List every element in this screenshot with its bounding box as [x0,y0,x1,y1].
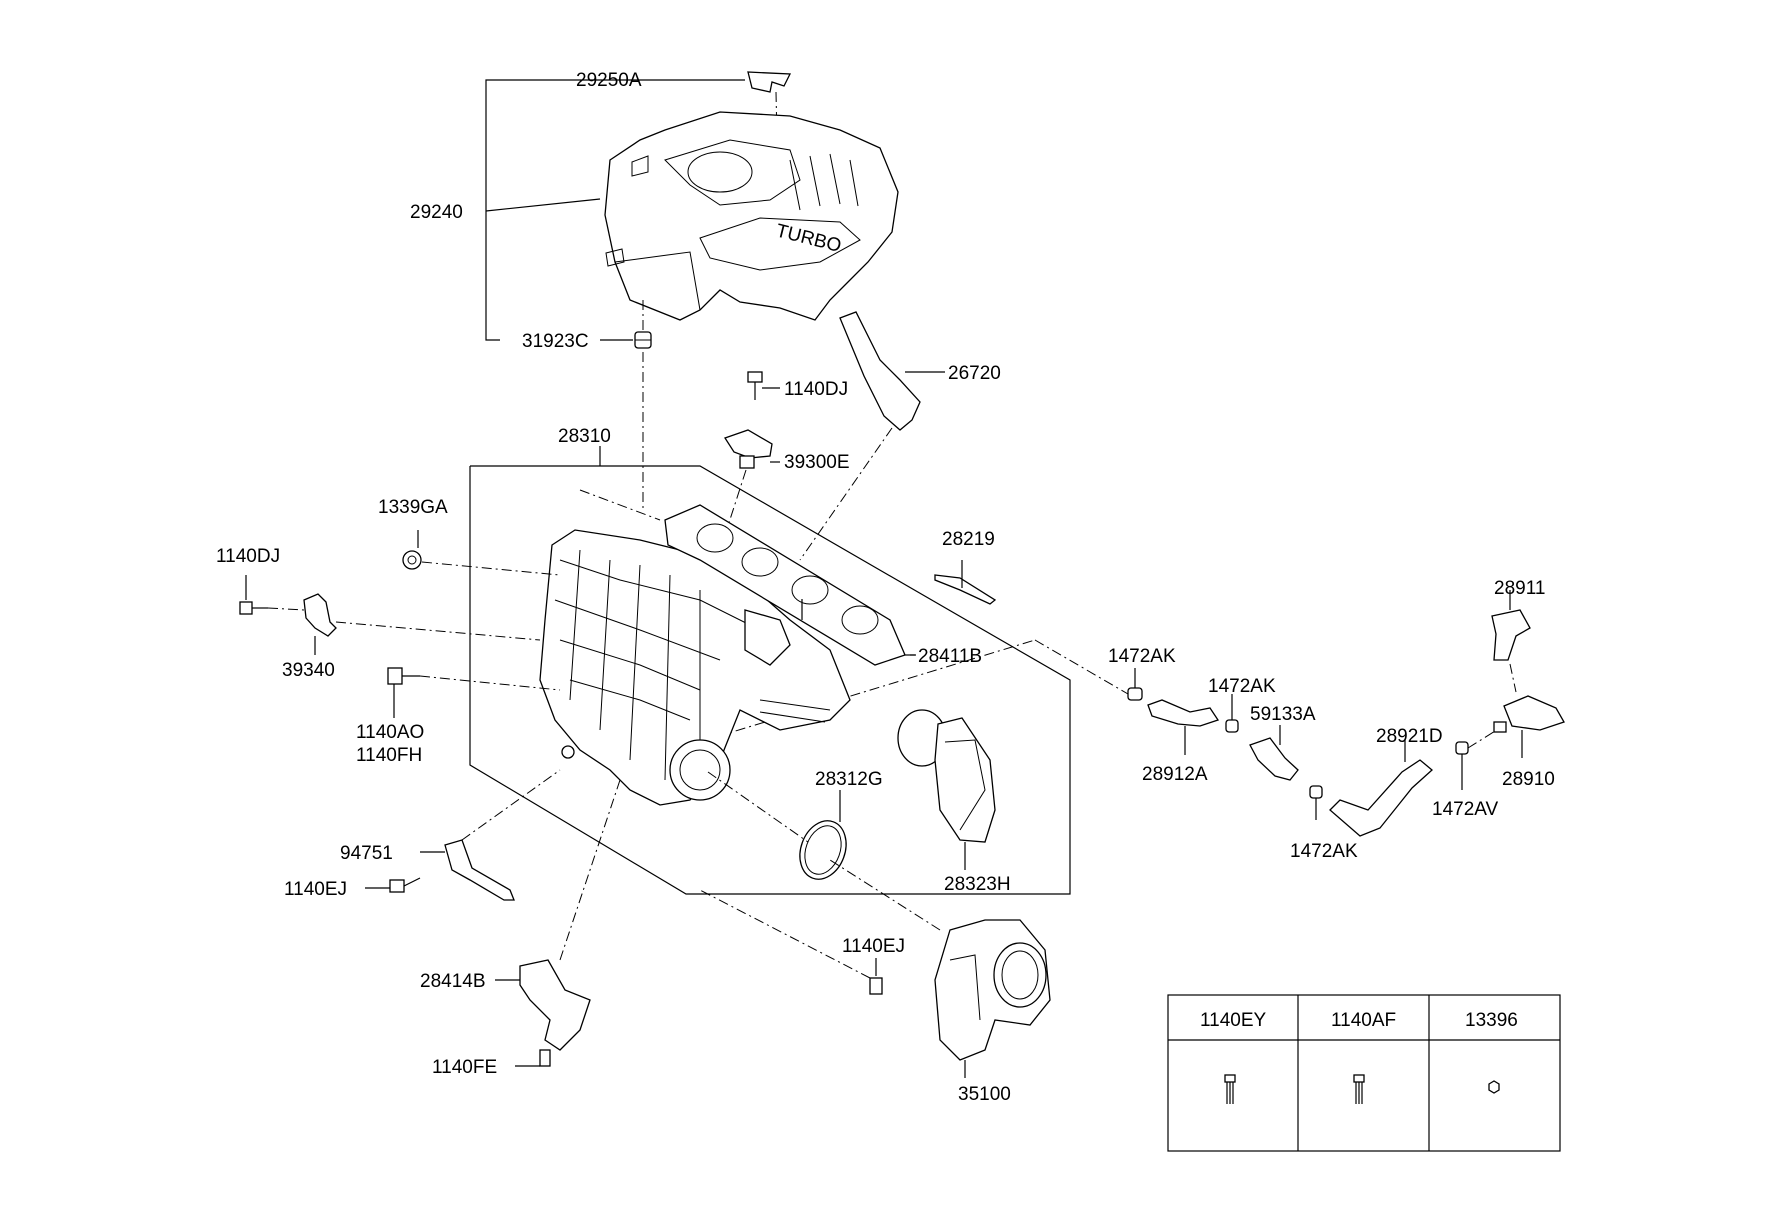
bolt-1140EJ-mid [699,889,883,995]
label-26720: 26720 [948,363,1001,384]
label-28912A: 28912A [1142,764,1208,785]
sensor-bolt-top [747,371,780,400]
label-1140AO: 1140AO [356,722,424,743]
label-1140EJ-mid: 1140EJ [842,936,905,957]
label-29250A: 29250A [576,70,642,91]
bolt-left-1140DJ [239,575,305,615]
valve-59133A [1249,725,1299,781]
throttle-body [829,859,1051,1078]
nut-icon [1488,1080,1500,1094]
label-1140FE: 1140FE [432,1057,497,1078]
table-header-2: 1140AF [1331,1010,1396,1031]
label-28219: 28219 [942,529,995,550]
label-1472AV: 1472AV [1432,799,1499,820]
bolt-icon [1224,1074,1236,1104]
label-29240: 29240 [410,202,463,223]
hose-28912A [1147,699,1220,755]
label-28411B: 28411B [918,646,982,667]
manifold-gasket [664,504,915,666]
intake-manifold [539,529,851,806]
o-ring-28312G [707,771,847,880]
label-94751: 94751 [340,843,393,864]
label-35100: 35100 [958,1084,1011,1105]
label-1140EJ-left: 1140EJ [284,879,347,900]
clamp-1472AV [1455,727,1501,790]
map-sensor [703,429,780,601]
clamp-1472AK-b [1225,694,1239,733]
label-1472AK-a: 1472AK [1108,646,1176,667]
table-header-1: 1140EY [1200,1010,1267,1031]
label-28323H: 28323H [944,874,1011,895]
bracket-28219 [934,560,997,605]
label-1140FH: 1140FH [356,745,422,766]
label-39340: 39340 [282,660,335,681]
engine-cover: TURBO [604,111,899,321]
valve-28910 [1493,695,1565,758]
label-1472AK-b: 1472AK [1208,676,1276,697]
label-1140DJ-top: 1140DJ [784,379,848,400]
label-31923C: 31923C [522,331,589,352]
bolt-1140AO [387,667,561,718]
hose-28921D [1329,740,1433,837]
clamp-1472AK-c [1309,785,1323,820]
cover-grommet [634,331,652,349]
bracket-28414B [495,779,621,1051]
bolt-1140FE [515,1049,551,1067]
leader-lines [801,599,916,656]
cover-emblem [747,71,792,93]
label-1472AK-c: 1472AK [1290,841,1358,862]
nut-1339GA [402,530,561,576]
label-59133A: 59133A [1250,704,1316,725]
part-labels: 29250A 29240 31923C 26720 1140DJ 39300E … [216,70,1555,1105]
engine-cover-group: TURBO [485,71,899,510]
label-28310: 28310 [558,426,611,447]
label-28921D: 28921D [1376,726,1443,747]
label-28312G: 28312G [815,769,883,790]
label-28414B: 28414B [420,971,486,992]
bolt-icon [1353,1074,1365,1104]
sensor-39340 [303,593,541,655]
bolt-1140EJ-left [365,877,421,893]
pcv-hose [799,311,945,561]
label-28910: 28910 [1502,769,1555,790]
clamp-1472AK-a [1034,639,1143,701]
actuator-28323H [897,709,996,870]
label-1339GA: 1339GA [378,497,448,518]
label-28911: 28911 [1494,578,1545,599]
parts-table: 1140EY 1140AF 13396 [1167,994,1561,1152]
bracket-94751 [420,769,561,901]
label-1140DJ-left: 1140DJ [216,546,280,567]
table-header-3: 13396 [1465,1010,1518,1031]
label-39300E: 39300E [784,452,850,473]
bracket-28911 [1491,590,1531,693]
